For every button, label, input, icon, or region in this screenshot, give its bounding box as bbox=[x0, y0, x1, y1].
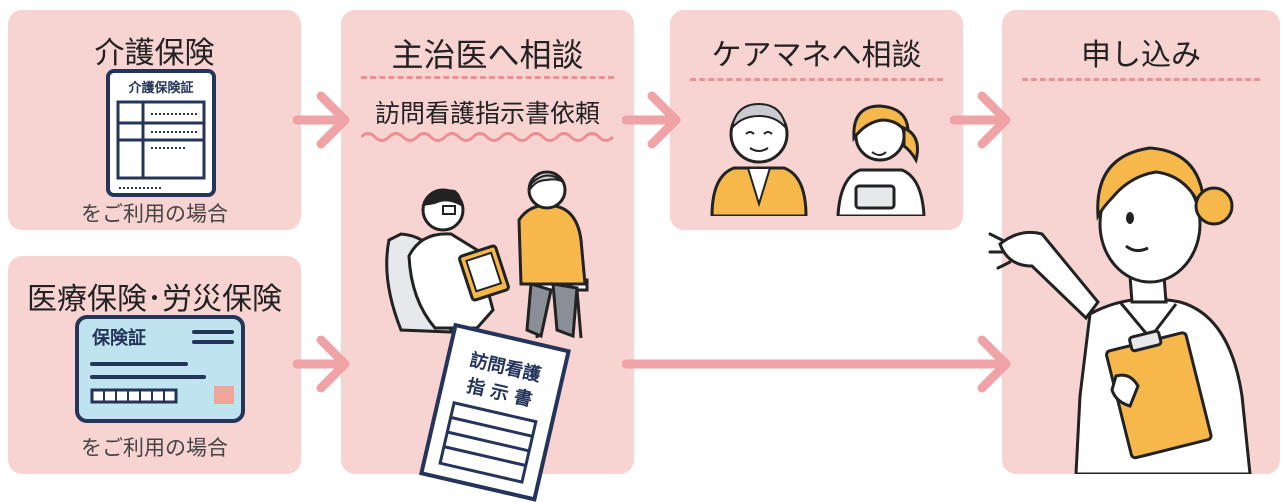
arrow-caremanager-to-apply bbox=[950, 91, 1011, 149]
box-doctor: 主治医へ相談 訪問看護指示書依頼 訪問看護 指 示 書 bbox=[341, 10, 634, 502]
box-doctor-divider bbox=[361, 76, 614, 79]
wavy-underline bbox=[361, 132, 614, 142]
box-caremanager-divider bbox=[690, 78, 943, 81]
box-kaigo-title: 介護保険 bbox=[94, 36, 215, 71]
box-iryo: 医療保険･労災保険 保険証 をご利用の場合 bbox=[8, 256, 301, 474]
box-doctor-title: 主治医へ相談 bbox=[391, 36, 584, 74]
box-apply: 申し込み bbox=[988, 10, 1280, 474]
elderly-person-illustration bbox=[710, 102, 808, 216]
arrow-kaigo-to-doctor bbox=[293, 91, 350, 149]
arrow-iryo-to-doctor bbox=[293, 335, 350, 393]
arrow-doctor-to-caremanager bbox=[622, 91, 681, 149]
box-caremanager-title: ケアマネへ相談 bbox=[711, 38, 922, 73]
box-kaigo-caption: をご利用の場合 bbox=[81, 202, 228, 226]
doctor-consultation-illustration bbox=[385, 170, 589, 339]
box-doctor-subtitle: 訪問看護指示書依頼 bbox=[374, 99, 600, 128]
care-manager-illustration bbox=[836, 104, 926, 216]
box-caremanager: ケアマネへ相談 bbox=[670, 10, 963, 230]
instruction-document-icon: 訪問看護 指 示 書 bbox=[418, 322, 571, 502]
kaigo-card-icon: 介護保険証 bbox=[106, 69, 216, 197]
health-card-icon: 保険証 bbox=[75, 315, 245, 423]
kaigo-card-title: 介護保険証 bbox=[127, 80, 193, 96]
box-iryo-caption: をご利用の場合 bbox=[81, 436, 228, 460]
arrow-doctor-to-apply bbox=[622, 335, 1011, 393]
box-iryo-title: 医療保険･労災保険 bbox=[27, 282, 282, 317]
health-card-title: 保険証 bbox=[91, 327, 146, 349]
box-apply-title: 申し込み bbox=[1081, 38, 1201, 73]
nurse-illustration bbox=[988, 146, 1252, 474]
box-apply-divider bbox=[1022, 78, 1260, 81]
box-kaigo: 介護保険 介護保険証 をご利用の場合 bbox=[8, 10, 301, 230]
